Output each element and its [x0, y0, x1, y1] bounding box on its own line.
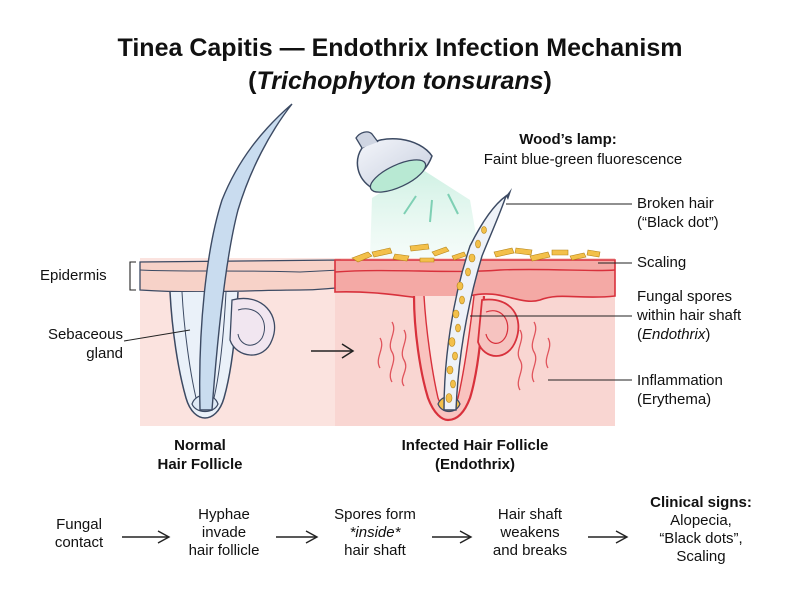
flow-step-line: Hyphae: [198, 506, 250, 523]
scaling-flakes: [351, 243, 601, 263]
flow-step-line: *inside*: [349, 524, 401, 541]
transition-arrow: [311, 343, 355, 359]
light-ray: [447, 193, 459, 215]
flow-step-line: and breaks: [492, 542, 568, 559]
subtitle-close-paren: ): [543, 67, 552, 95]
spores-label: Fungal spores: [637, 288, 733, 305]
flow-arrows: [122, 530, 629, 544]
flow-step-line: “Black dots”,: [659, 530, 743, 547]
flow-step-hair-shaft-breaks: Hair shaft weakens and breaks: [474, 506, 586, 560]
flow-step-line: hair shaft: [344, 542, 406, 559]
flow-step-line: Hair shaft: [497, 506, 563, 523]
woods-lamp-description: Faint blue-green fluorescence: [483, 151, 683, 168]
endothrix-term: Endothrix: [642, 326, 706, 343]
flow-step-spores-form: Spores form *inside* hair shaft: [318, 506, 432, 560]
woods-lamp-label: Wood’s lamp:: [519, 131, 617, 148]
page-subtitle: (Trichophyton tonsurans): [0, 66, 800, 96]
flow-step-fungal-contact: Fungal contact: [34, 516, 124, 552]
light-ray: [403, 195, 417, 215]
inflammation-lines: [377, 321, 551, 391]
flow-step-line: Fungal: [56, 516, 102, 533]
flow-step-line: Scaling: [676, 548, 726, 565]
flow-step-line: weakens: [500, 524, 560, 541]
inflammation-label: Inflammation: [637, 372, 723, 389]
fungal-spores: [445, 226, 487, 403]
infected-hair-follicle: [412, 188, 520, 422]
sebaceous-leader: [123, 329, 191, 342]
leader-lines: [123, 203, 632, 381]
broken-hair-label: Broken hair: [637, 195, 714, 212]
scaling-label: Scaling: [637, 254, 687, 271]
epidermis-bracket: [129, 261, 136, 291]
flow-step-line: hair follicle: [188, 542, 260, 559]
page-title: Tinea Capitis — Endothrix Infection Mech…: [117, 34, 683, 62]
sebaceous-label-line2: gland: [86, 345, 123, 362]
spores-close-paren: ): [705, 326, 711, 343]
woods-lamp: [355, 131, 480, 258]
epidermis-label: Epidermis: [40, 267, 107, 284]
spores-open-paren: (: [637, 326, 642, 343]
spores-label-line2: within hair shaft: [637, 307, 742, 324]
clinical-signs-title: Clinical signs:: [650, 494, 752, 511]
species-name: Trichophyton tonsurans: [256, 67, 544, 95]
sebaceous-label: Sebaceous: [47, 326, 123, 343]
light-ray: [429, 199, 433, 223]
broken-hair-sublabel: (“Black dot”): [637, 214, 719, 231]
flow-step-line: invade: [201, 524, 247, 541]
infected-follicle-caption: Infected Hair Follicle: [401, 437, 549, 454]
flow-step-line: contact: [54, 534, 104, 551]
flow-step-hyphae-invade: Hyphae invade hair follicle: [172, 506, 276, 560]
flow-step-clinical-signs: Clinical signs: Alopecia, “Black dots”, …: [626, 494, 776, 566]
infected-follicle-caption-line2: (Endothrix): [435, 456, 515, 473]
normal-hair-follicle: [169, 103, 293, 419]
inflammation-sublabel: (Erythema): [637, 391, 712, 408]
flow-step-line: Spores form: [334, 506, 416, 523]
normal-follicle-caption: Normal: [174, 437, 226, 454]
normal-follicle-caption-line2: Hair Follicle: [157, 456, 243, 473]
subtitle-open-paren: (: [248, 67, 257, 95]
flow-step-line: Alopecia,: [670, 512, 732, 529]
spores-label-line3: (Endothrix): [637, 326, 710, 344]
